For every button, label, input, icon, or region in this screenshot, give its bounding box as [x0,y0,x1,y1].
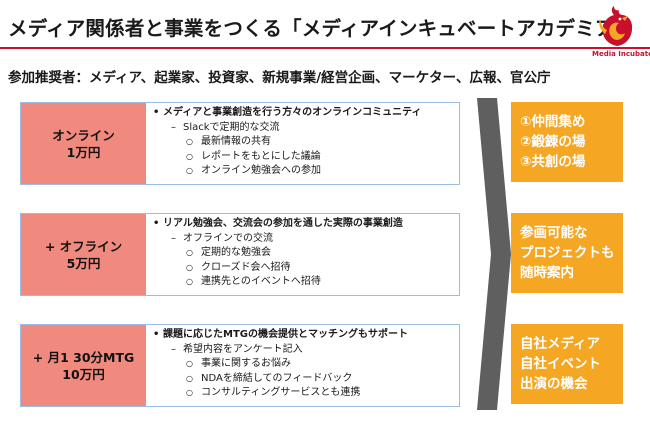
detail-item: 事業に関するお悩み [153,357,457,372]
detail-item: 希望内容をアンケート記入 [153,343,457,358]
plan-row-offline: + オフライン 5万円 リアル勉強会、交流会の参加を通した実際の事業創造 オフラ… [20,213,460,296]
logo: Media Incubate [592,4,650,60]
plan-name: + オフライン [44,238,123,254]
plan-name: オンライン [52,127,115,143]
benefit-line: ①仲間集め [520,114,586,130]
page-title: メディア関係者と事業をつくる「メディアインキュベートアカデミア」 [8,17,635,40]
benefit-box-3: 自社メディア 自社イベント 出演の機会 [511,324,623,404]
detail-item: NDAを締結してのフィードバック [153,372,457,387]
benefit-box-1: ①仲間集め ②鍛錬の場 ③共創の場 [511,102,623,182]
benefit-line: プロジェクトも [520,245,615,261]
plan-label-mtg: + 月1 30分MTG 10万円 [21,325,146,406]
benefit-line: ③共創の場 [520,154,586,170]
detail-item: 課題に応じたMTGの機会提供とマッチングもサポート [153,328,457,343]
plan-row-mtg: + 月1 30分MTG 10万円 課題に応じたMTGの機会提供とマッチングもサポ… [20,324,460,407]
detail-item: オフラインでの交流 [153,232,457,247]
plan-price: 5万円 [66,255,101,271]
benefit-line: 自社メディア [520,336,601,352]
detail-item: コンサルティングサービスとも連携 [153,386,457,401]
plan-label-online: オンライン 1万円 [21,103,146,184]
detail-item: 最新情報の共有 [153,135,457,150]
detail-item: 連携先とのイベントへ招待 [153,275,457,290]
detail-item: クローズド会へ招待 [153,261,457,276]
detail-item: メディアと事業創造を行う方々のオンラインコミュニティ [153,106,457,121]
benefit-line: ②鍛錬の場 [520,134,586,150]
detail-item: オンライン勉強会への参加 [153,164,457,179]
benefit-line: 参画可能な [520,225,588,241]
plan-details-mtg: 課題に応じたMTGの機会提供とマッチングもサポート 希望内容をアンケート記入 事… [153,328,457,401]
plan-details-offline: リアル勉強会、交流会の参加を通した実際の事業創造 オフラインでの交流 定期的な勉… [153,217,457,290]
detail-item: 定期的な勉強会 [153,246,457,261]
title-divider [0,47,650,49]
plan-price: 10万円 [62,366,105,382]
benefit-box-2: 参画可能な プロジェクトも 随時案内 [511,213,623,293]
plan-price: 1万円 [66,144,101,160]
plan-details-online: メディアと事業創造を行う方々のオンラインコミュニティ Slackで定期的な交流 … [153,106,457,179]
detail-item: Slackで定期的な交流 [153,121,457,136]
detail-item: リアル勉強会、交流会の参加を通した実際の事業創造 [153,217,457,232]
detail-item: レポートをもとにした議論 [153,150,457,165]
chevron-right-icon [477,98,511,410]
audience-text: 参加推奨者：メディア、起業家、投資家、新規事業/経営企画、マーケター、広報、官公… [8,70,551,86]
plan-label-offline: + オフライン 5万円 [21,214,146,295]
benefit-line: 随時案内 [520,265,574,281]
logo-text: Media Incubate [592,50,650,58]
rooster-icon [599,6,633,46]
benefit-line: 自社イベント [520,356,601,372]
benefit-line: 出演の機会 [520,376,588,392]
plan-row-online: オンライン 1万円 メディアと事業創造を行う方々のオンラインコミュニティ Sla… [20,102,460,185]
plan-name: + 月1 30分MTG [32,349,135,365]
